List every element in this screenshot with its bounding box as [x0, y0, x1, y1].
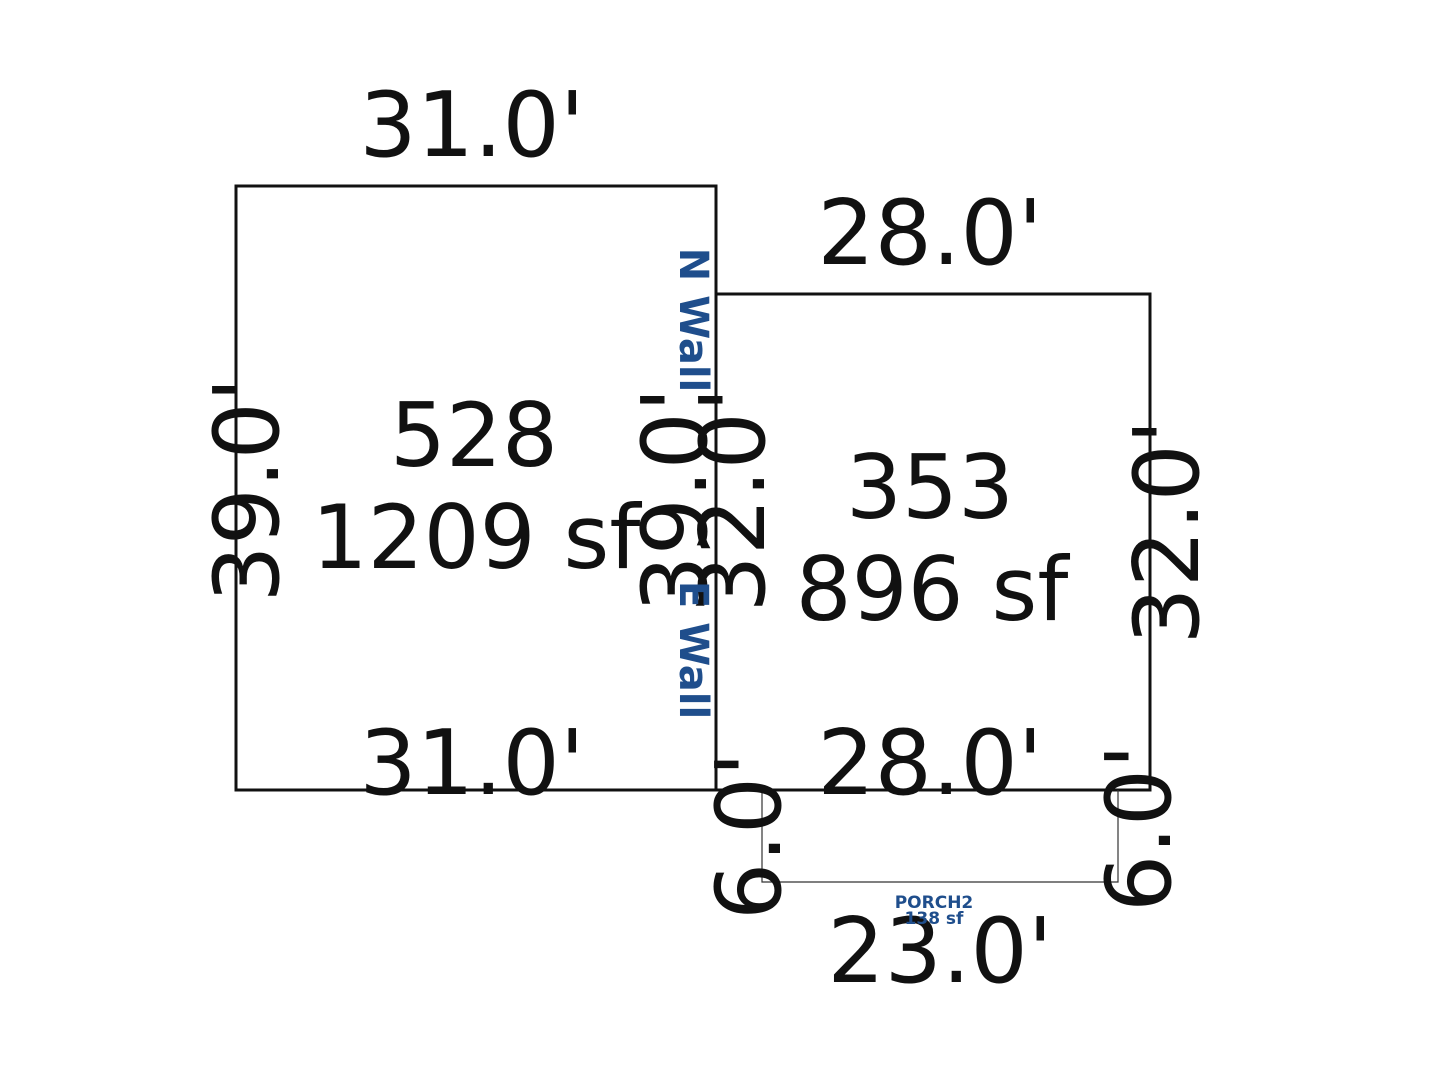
left-bottom-dimension: 31.0'	[359, 711, 584, 816]
left-section-code: 528	[390, 384, 558, 487]
left-left-dimension: 39.0'	[195, 377, 300, 602]
porch-bottom-dimension: 23.0'	[827, 899, 1052, 1004]
right-section-code: 353	[846, 436, 1014, 539]
left-section-area: 1209 sf	[312, 486, 643, 589]
right-right-dimension: 32.0'	[1115, 419, 1220, 644]
e-wall-label: E Wall	[670, 581, 716, 719]
right-section-area: 896 sf	[796, 538, 1071, 641]
n-wall-label: N Wall	[670, 248, 716, 393]
porch-left-dimension: 6.0'	[697, 752, 802, 920]
right-left-dimension: 32.0'	[681, 387, 786, 612]
porch-right-dimension: 6.0'	[1087, 744, 1192, 912]
right-section-outline	[714, 292, 1152, 792]
porch-outline	[761, 790, 1119, 883]
porch-area: 138 sf	[905, 909, 965, 929]
left-top-dimension: 31.0'	[359, 73, 584, 178]
right-top-dimension: 28.0'	[817, 181, 1042, 286]
porch-name: PORCH2	[895, 893, 974, 913]
left-right-dimension: 39.0'	[623, 387, 728, 612]
right-bottom-dimension: 28.0'	[817, 711, 1042, 816]
